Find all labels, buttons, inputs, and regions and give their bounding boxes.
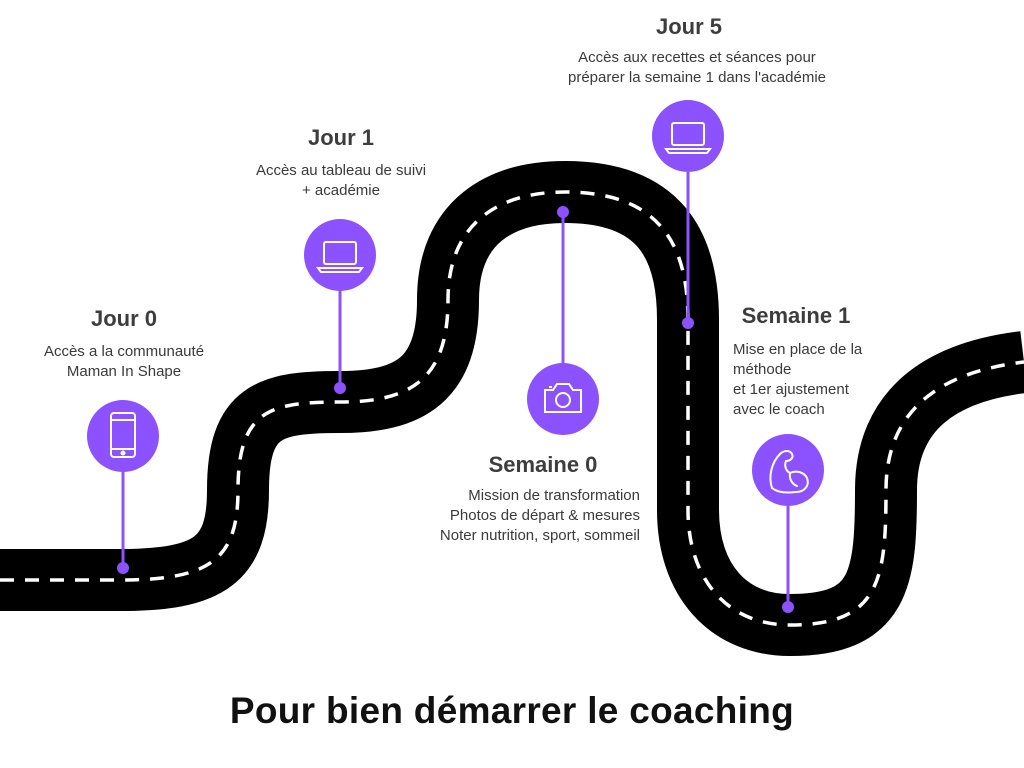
description-line: méthode [733,361,792,378]
road-point [117,562,129,574]
icon-circle [87,400,159,472]
milestone-semaine-0-marker [527,206,599,435]
description-line: Accès aux recettes et séances pour [578,49,816,66]
milestone-description-semaine-0: Mission de transformation Photos de dépa… [440,486,640,546]
milestone-semaine-1-marker [752,434,824,613]
icon-circle [304,219,376,291]
description-line: et 1er ajustement [733,381,849,398]
road-center-dashes [0,190,1024,627]
description-line: avec le coach [733,401,825,418]
milestone-description-semaine-1: Mise en place de la méthode et 1er ajust… [733,340,862,420]
description-line: Photos de départ & mesures [449,507,640,524]
milestone-jour-0-marker [87,400,159,574]
description-line: + académie [302,182,380,199]
smartphone-icon [110,412,136,458]
icon-circle [652,100,724,172]
road [0,161,1024,656]
description-line: Accès au tableau de suivi [255,162,427,179]
description-line: préparer la semaine 1 dans l'académie [567,69,827,86]
milestone-jour-5-marker [652,100,724,329]
milestone-title-jour-1: Jour 1 [307,125,375,150]
milestone-description-jour-5: Accès aux recettes et séances pour prépa… [568,48,826,88]
page-title: Pour bien démarrer le coaching [229,690,795,731]
road-point [557,206,569,218]
camera-icon [544,383,582,413]
description-line: Accès a la communauté [43,343,205,360]
description-line: Mise en place de la [733,341,863,358]
milestone-description-jour-0: Accès a la communauté Maman In Shape [44,342,204,382]
milestone-description-jour-1: Accès au tableau de suivi + académie [256,161,426,201]
milestone-title-semaine-1: Semaine 1 [741,303,851,328]
description-line: Maman In Shape [66,363,182,380]
icon-circle [527,363,599,435]
milestone-title-jour-0: Jour 0 [90,306,158,331]
road-point [782,601,794,613]
laptop-icon [664,122,712,154]
milestone-title-semaine-0: Semaine 0 [488,452,598,477]
description-line: Noter nutrition, sport, sommeil [439,527,640,544]
laptop-icon [316,241,364,273]
road-point [334,382,346,394]
flexed-bicep-icon [769,450,809,494]
icon-circle [752,434,824,506]
description-line: Mission de transformation [468,487,640,504]
milestone-title-jour-5: Jour 5 [655,14,723,39]
road-point [682,317,694,329]
milestone-jour-1-marker [304,219,376,394]
